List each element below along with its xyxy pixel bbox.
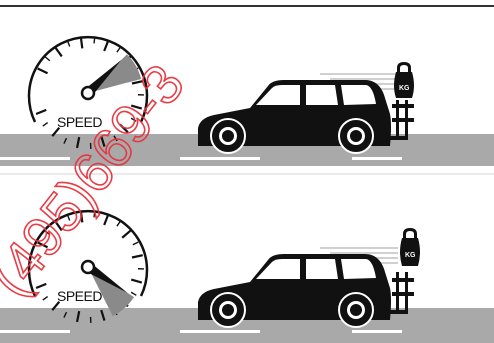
rack-plate [392, 104, 414, 108]
lane-marking [0, 330, 70, 333]
car-1 [198, 80, 391, 153]
lane-marking [352, 330, 402, 333]
weight-label: KG [399, 85, 410, 92]
kettlebell-icon [400, 228, 420, 266]
speed-label: SPEED [57, 288, 102, 304]
speedometer-tick [131, 280, 142, 283]
car-window [306, 85, 338, 105]
wheel-hub-center [350, 130, 362, 142]
car-window [306, 259, 338, 279]
speedometer-tick [55, 47, 61, 56]
wheel-hub-center [222, 130, 234, 142]
speedometer-tick [104, 41, 108, 51]
lane-marking [180, 157, 260, 160]
speedometer-tick [133, 242, 138, 245]
car-2 [198, 254, 391, 327]
rack-plate [392, 278, 414, 282]
speedometer-tick [36, 110, 46, 114]
lane-marking [180, 330, 260, 333]
speedometer-tick [117, 221, 120, 226]
speedometer-tick [131, 292, 136, 295]
weight-label: KG [405, 252, 416, 259]
speedometer-tick [38, 68, 48, 73]
speedometer-tick [43, 123, 48, 127]
kettlebell-icon [394, 62, 414, 98]
lane-marking [352, 157, 402, 160]
speedometer-tick [122, 231, 130, 238]
wheel-hub-center [350, 304, 362, 316]
lane-marking [0, 157, 70, 160]
speedometer-tick [81, 37, 82, 48]
weight-rack-2: KG [388, 228, 420, 314]
speedometer-tick [132, 255, 143, 257]
speedometer-tick [117, 47, 120, 52]
wheel-hub-center [222, 304, 234, 316]
needle-hub [82, 87, 94, 99]
rack-plate [392, 292, 414, 296]
rack-plate [392, 118, 414, 122]
needle-hub [82, 261, 94, 273]
speedometer-tick [45, 57, 50, 61]
speedometer-tick [43, 297, 48, 301]
speedometer-tick [104, 215, 108, 225]
